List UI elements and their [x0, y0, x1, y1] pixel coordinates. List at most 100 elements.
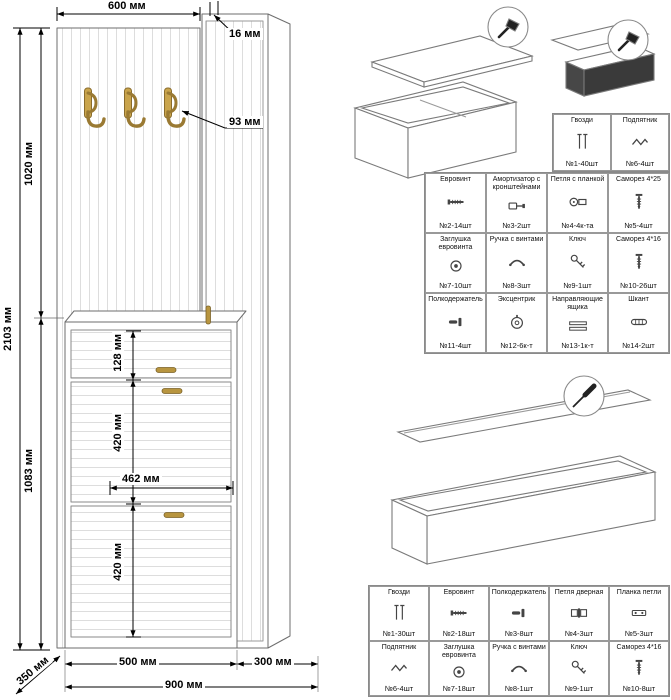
part-cell: Заглушка евровинта №7-10шт [425, 233, 486, 293]
part-name: Евровинт [440, 176, 471, 183]
hammer-icon [607, 19, 649, 61]
part-qty: №5-3шт [624, 628, 654, 638]
part-cell: Амортизатор с кронштейнами №3-2шт [486, 173, 547, 233]
part-name: Полкодержатель [428, 296, 483, 303]
drawer-handle [155, 367, 177, 373]
euro-screw-icon [445, 192, 467, 212]
part-qty: №9-1шт [563, 280, 592, 290]
part-name: Саморез 4*16 [616, 236, 661, 243]
part-qty: №14-2шт [622, 340, 655, 350]
hinge-cup-icon [567, 192, 589, 212]
part-name: Евровинт [443, 589, 475, 596]
shoe-drawer-front [70, 329, 232, 379]
part-name: Заглушка евровинта [442, 644, 476, 659]
shelf-support-icon [445, 312, 467, 332]
part-qty: №11-4шт [439, 340, 472, 350]
part-name: Саморез 4*25 [616, 176, 661, 183]
part-qty: №10-8шт [622, 683, 656, 693]
part-name: Подпятник [381, 644, 417, 651]
part-qty: №8-1шт [504, 683, 534, 693]
door-hinge-icon [568, 603, 590, 623]
dim-total-height: 2103 мм [2, 305, 15, 353]
part-name: Гвозди [571, 117, 593, 124]
dim-upper-flap: 420 мм [112, 412, 125, 454]
part-qty: №2-18шт [442, 628, 476, 638]
part-qty: №6-4шт [625, 158, 655, 168]
part-name: Ключ [569, 236, 586, 243]
dim-lower-height: 1083 мм [23, 447, 36, 495]
carcass-end [391, 499, 428, 565]
euro-screw-icon [448, 603, 470, 623]
dim-cabinet-width: 300 мм [252, 656, 294, 669]
part-name: Петля с планкой [550, 176, 605, 183]
dim-drawer-height: 128 мм [112, 332, 125, 374]
part-qty: №7-10шт [439, 281, 472, 290]
part-cell: Ключ №9-1шт [547, 233, 608, 293]
part-name: Полкодержатель [491, 589, 547, 596]
shoe-flap-lower [70, 505, 232, 638]
assembly-step-carcass [390, 375, 657, 565]
part-qty: №12-6к-т [500, 340, 533, 350]
hammer-icon [487, 6, 529, 48]
part-qty: №9-1шт [564, 683, 594, 693]
part-cell: Ключ №9-1шт [549, 641, 609, 696]
part-name: Петля дверная [554, 589, 604, 596]
dim-total-width: 900 мм [163, 679, 205, 692]
furniture-drawing [56, 13, 291, 649]
tall-cabinet-side [267, 13, 291, 649]
heel-pad-icon [388, 658, 410, 678]
handle-icon [508, 658, 530, 678]
part-cell: Полкодержатель №3-8шт [489, 586, 549, 641]
plug-icon [445, 256, 467, 276]
shelf-support-icon [508, 603, 530, 623]
part-qty: №4-3шт [564, 628, 594, 638]
part-name: Заглушка евровинта [438, 236, 473, 251]
part-qty: №3-2шт [502, 221, 531, 230]
screw-icon [628, 192, 650, 212]
box-side [407, 101, 517, 179]
flap-handle [161, 388, 183, 394]
part-cell: Гвозди №1-40шт [553, 114, 611, 171]
eccentric-icon [506, 312, 528, 332]
plug-icon [448, 662, 470, 682]
flap-handle [163, 512, 185, 518]
part-qty: №7-18шт [442, 684, 476, 693]
part-name: Гвозди [388, 589, 410, 596]
part-cell: Саморез 4*16 №10-8шт [609, 641, 669, 696]
assembly-step-box [353, 6, 656, 179]
part-name: Направляющие ящика [552, 296, 603, 311]
part-cell: Заглушка евровинта №7-18шт [429, 641, 489, 696]
part-name: Ручка с винтами [489, 236, 544, 243]
key-icon [568, 658, 590, 678]
part-qty: №3-8шт [504, 628, 534, 638]
part-name: Ключ [570, 644, 588, 651]
part-cell: Евровинт №2-18шт [429, 586, 489, 641]
part-qty: №2-14шт [439, 220, 472, 230]
damper-icon [506, 196, 528, 216]
part-name: Саморез 4*16 [616, 644, 662, 651]
part-name: Амортизатор с кронштейнами [492, 176, 541, 191]
dim-shoe-width: 500 мм [117, 656, 159, 669]
dim-hook-drop: 93 мм [227, 116, 263, 129]
screwdriver-icon [563, 375, 605, 417]
screw-icon [628, 658, 650, 678]
dim-panel-thickness: 16 мм [227, 28, 263, 41]
part-qty: №4-4к-та [561, 220, 594, 230]
shoe-cabinet-top [64, 310, 247, 323]
nail-icon [388, 603, 410, 623]
dim-upper-height: 1020 мм [23, 140, 36, 188]
dim-top-width: 600 мм [106, 0, 148, 13]
part-qty: №1-40шт [565, 158, 599, 168]
part-name: Планка петли [616, 589, 662, 596]
